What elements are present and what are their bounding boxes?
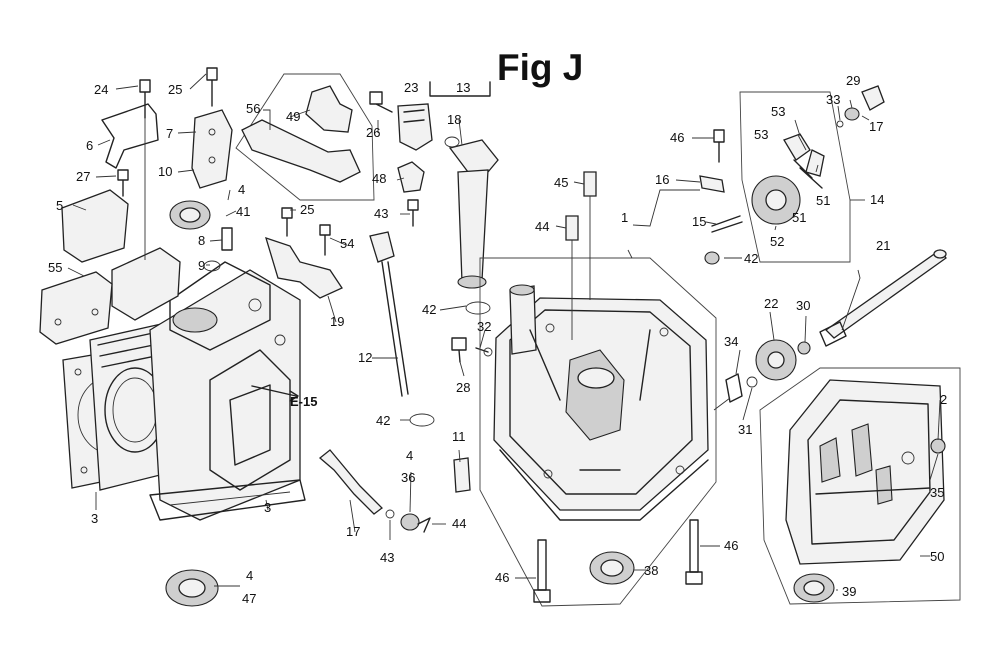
callout-24: 24 xyxy=(94,82,108,97)
callout-32: 32 xyxy=(477,319,491,334)
callout-39: 42 xyxy=(422,302,436,317)
callout-34: 34 xyxy=(724,334,738,349)
callout-15: 15 xyxy=(692,214,706,229)
callout-5: 5 xyxy=(56,198,63,213)
callout-27: 27 xyxy=(76,169,90,184)
callout-42-upper: 42 xyxy=(744,251,758,266)
leader-lines xyxy=(67,73,941,591)
callout-25-mid: 25 xyxy=(300,202,314,217)
callout-17: 17 xyxy=(869,119,883,134)
callout-13: 13 xyxy=(456,80,470,95)
callout-14: 14 xyxy=(870,192,884,207)
callout-4-center: 4 xyxy=(406,448,413,463)
callout-51-left: 51 xyxy=(792,210,806,225)
callout-35: 35 xyxy=(930,485,944,500)
callout-7: 7 xyxy=(166,126,173,141)
figure-title: Fig J xyxy=(497,47,583,88)
callout-50: 50 xyxy=(930,549,944,564)
callout-19: 18 xyxy=(447,112,461,127)
callout-11: 11 xyxy=(452,429,466,444)
callout-12: 12 xyxy=(358,350,372,365)
callout-40: 42 xyxy=(376,413,390,428)
reference-e15: E-15 xyxy=(290,394,317,409)
callout-38-right: 39 xyxy=(842,584,856,599)
callout-38-center: 38 xyxy=(644,563,658,578)
callout-52: 52 xyxy=(770,234,784,249)
callout-4-upper: 4 xyxy=(238,182,245,197)
callout-30: 30 xyxy=(796,298,810,313)
callout-49: 49 xyxy=(286,109,300,124)
callout-8: 8 xyxy=(198,233,205,248)
crankcase-cover-assembly xyxy=(479,171,717,607)
callout-41: 43 xyxy=(374,206,388,221)
governor-lever-parts xyxy=(318,449,471,533)
callout-46-left: 46 xyxy=(495,570,509,585)
callout-25-top: 25 xyxy=(168,82,182,97)
bracket-parts xyxy=(369,91,433,227)
callout-51-right: 51 xyxy=(816,193,830,208)
callout-labels: 24 25 6 7 10 4 41 8 9 27 5 55 56 49 25 5… xyxy=(48,73,947,606)
callout-44-left: 44 xyxy=(535,219,549,234)
callout-31: 31 xyxy=(738,422,752,437)
callout-10: 10 xyxy=(158,164,172,179)
callout-1: 1 xyxy=(621,210,628,225)
callout-6: 6 xyxy=(86,138,93,153)
callout-18: 17 xyxy=(346,524,360,539)
callout-43: 44 xyxy=(452,516,466,531)
camshaft-and-gear xyxy=(713,249,947,411)
callout-4-bottom: 4 xyxy=(246,568,253,583)
oil-filler-tube xyxy=(429,81,499,289)
callout-55: 55 xyxy=(48,260,62,275)
callout-44-top: 45 xyxy=(554,175,568,190)
crankcase-inset xyxy=(759,367,961,605)
callout-36: 36 xyxy=(401,470,415,485)
callout-23: 23 xyxy=(404,80,418,95)
callout-29: 29 xyxy=(846,73,860,88)
callout-20: 19 xyxy=(330,314,344,329)
callout-42-lower: 43 xyxy=(380,550,394,565)
callout-48: 48 xyxy=(372,171,386,186)
callout-22: 22 xyxy=(764,296,778,311)
callout-56: 56 xyxy=(246,101,260,116)
callout-4-left: 3 xyxy=(91,511,98,526)
callout-46-right: 46 xyxy=(724,538,738,553)
callout-53-top: 53 xyxy=(771,104,785,119)
callout-2: 2 xyxy=(940,392,947,407)
bolt-28 xyxy=(451,337,493,363)
callout-47: 47 xyxy=(242,591,256,606)
small-parts-upper-right xyxy=(699,129,743,265)
callout-54: 54 xyxy=(340,236,354,251)
callout-33: 33 xyxy=(826,92,840,107)
callout-45: 46 xyxy=(670,130,684,145)
bearing-47 xyxy=(165,569,219,607)
callout-26: 26 xyxy=(366,125,380,140)
cylinder-block-assembly xyxy=(39,67,343,521)
callout-53-mid: 53 xyxy=(754,127,768,142)
dipstick xyxy=(369,231,491,427)
callout-16: 16 xyxy=(655,172,669,187)
governor-arm-parts xyxy=(235,73,375,201)
callout-28: 28 xyxy=(456,380,470,395)
callout-21: 21 xyxy=(876,238,890,253)
governor-gear-assembly xyxy=(739,85,885,263)
callout-9: 9 xyxy=(198,258,205,273)
callout-37: 41 xyxy=(236,204,250,219)
callout-3: 3 xyxy=(264,500,271,515)
